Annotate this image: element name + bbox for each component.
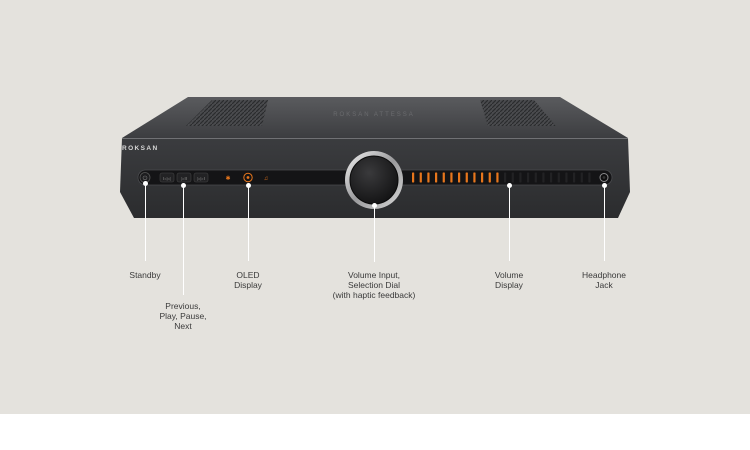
leader-headphone: [602, 183, 607, 261]
volume-bar: [573, 172, 576, 183]
volume-bar: [534, 172, 537, 183]
volume-bar: [442, 172, 445, 183]
volume-bar: [412, 172, 415, 183]
volume-bar: [519, 172, 522, 183]
volume-bar: [488, 172, 491, 183]
volume-bar: [435, 172, 438, 183]
label-headphone: Headphone Jack: [582, 270, 626, 290]
volume-bar: [496, 172, 499, 183]
bluetooth-icon: ✱: [225, 175, 230, 182]
leader-transport: [181, 183, 186, 295]
label-volume: Volume Display: [494, 270, 524, 290]
volume-bar: [557, 172, 560, 183]
volume-bar: [527, 172, 530, 183]
label-transport: Previous, Play, Pause, Next: [159, 301, 207, 331]
volume-bar: [473, 172, 476, 183]
volume-display: [412, 172, 591, 183]
next-button: [193, 172, 209, 183]
label-dial: Volume Input, Selection Dial (with hapti…: [332, 270, 416, 300]
prev-button: [159, 172, 175, 183]
music-note-icon: ♫: [264, 176, 269, 182]
play-pause-button: [176, 172, 192, 183]
product-stage: ROKSAN ATTESSA ROKSAN ⏻ I◁◁ ▷II ▷▷I ✱ ♫: [0, 0, 750, 414]
standby-icon: ⏻: [143, 175, 148, 182]
volume-bar: [450, 172, 453, 183]
volume-dial: [350, 156, 398, 204]
label-standby: Standby: [129, 270, 161, 280]
leader-volume: [507, 183, 512, 261]
volume-bar: [504, 172, 507, 183]
prev-icon: I◁◁: [163, 176, 171, 181]
label-oled: OLED Display: [234, 270, 262, 290]
top-engraving: ROKSAN ATTESSA: [333, 112, 415, 118]
volume-bar: [550, 172, 553, 183]
brand-logo: ROKSAN: [122, 145, 159, 152]
volume-bar: [588, 172, 591, 183]
volume-bar: [511, 172, 514, 183]
volume-bar: [481, 172, 484, 183]
volume-bar: [465, 172, 468, 183]
right-vent: [480, 100, 556, 126]
amplifier-illustration: ROKSAN ATTESSA ROKSAN ⏻ I◁◁ ▷II ▷▷I ✱ ♫: [120, 97, 630, 218]
leader-oled: [246, 183, 251, 261]
input-icon: [243, 172, 253, 183]
left-vent: [186, 100, 268, 126]
next-icon: ▷▷I: [197, 176, 205, 181]
leader-dial: [372, 203, 377, 262]
volume-bar: [542, 172, 545, 183]
volume-bar: [458, 172, 461, 183]
volume-bar: [419, 172, 422, 183]
volume-bar: [565, 172, 568, 183]
play-pause-icon: ▷II: [181, 176, 187, 181]
volume-bar: [580, 172, 583, 183]
leader-standby: [143, 181, 148, 261]
volume-bar: [427, 172, 430, 183]
